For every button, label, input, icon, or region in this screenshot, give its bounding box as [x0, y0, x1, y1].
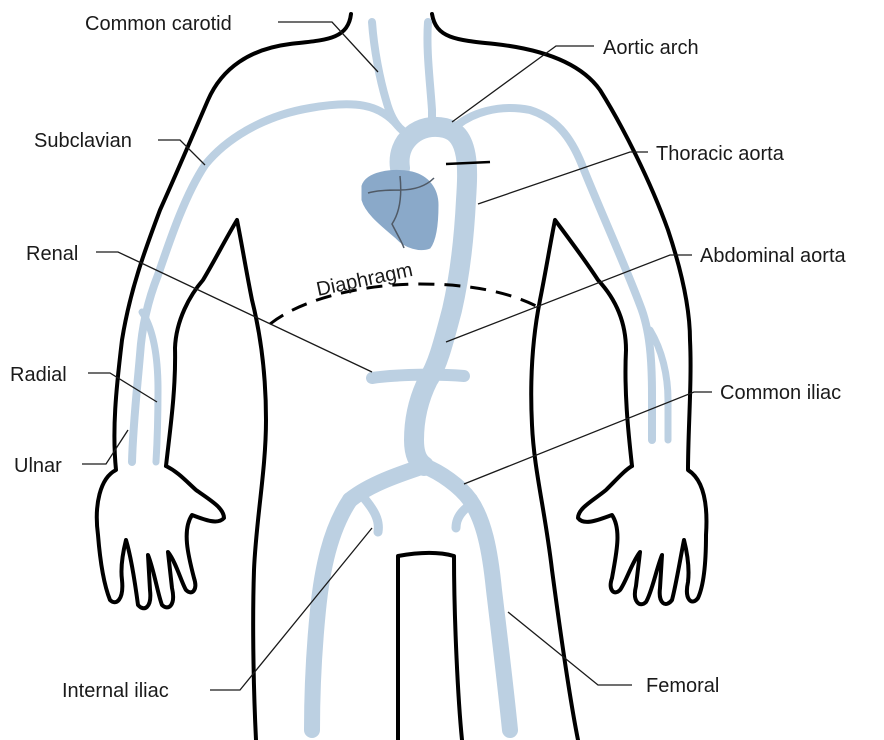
label-ulnar: Ulnar [14, 455, 62, 477]
label-renal: Renal [26, 243, 78, 265]
right-femoral-vessel [312, 500, 350, 730]
label-radial: Radial [10, 364, 67, 386]
leader-common-carotid [278, 22, 378, 72]
label-thoracic-aorta: Thoracic aorta [656, 143, 785, 165]
leader-radial [88, 373, 157, 402]
common-iliac-vessel [424, 466, 470, 500]
heart [362, 171, 438, 250]
leader-ulnar [82, 430, 128, 464]
leader-thoracic-aorta [478, 152, 648, 204]
renal-vessel [372, 375, 464, 378]
arch-marker-line [446, 162, 490, 164]
left-carotid-vessel [427, 22, 432, 125]
diaphragm-line [270, 284, 540, 324]
internal-iliac-vessel [364, 498, 378, 532]
label-subclavian: Subclavian [34, 130, 132, 152]
label-common-iliac: Common iliac [720, 382, 841, 404]
label-aortic-arch: Aortic arch [603, 37, 699, 59]
label-femoral: Femoral [646, 675, 719, 697]
label-abdominal-aorta: Abdominal aorta [700, 245, 847, 267]
crotch-contour [398, 553, 462, 740]
leader-common-iliac [464, 392, 712, 484]
label-common-carotid: Common carotid [85, 13, 232, 35]
left-internal-iliac-vessel [456, 504, 472, 528]
leader-femoral [508, 612, 632, 685]
leader-abdominal-aorta [446, 255, 692, 342]
femoral-vessel [470, 500, 510, 730]
left-outer-contour [97, 14, 351, 608]
label-internal-iliac: Internal iliac [62, 680, 169, 702]
leader-internal-iliac [210, 528, 372, 690]
diaphragm-label: Diaphragm [314, 259, 414, 301]
